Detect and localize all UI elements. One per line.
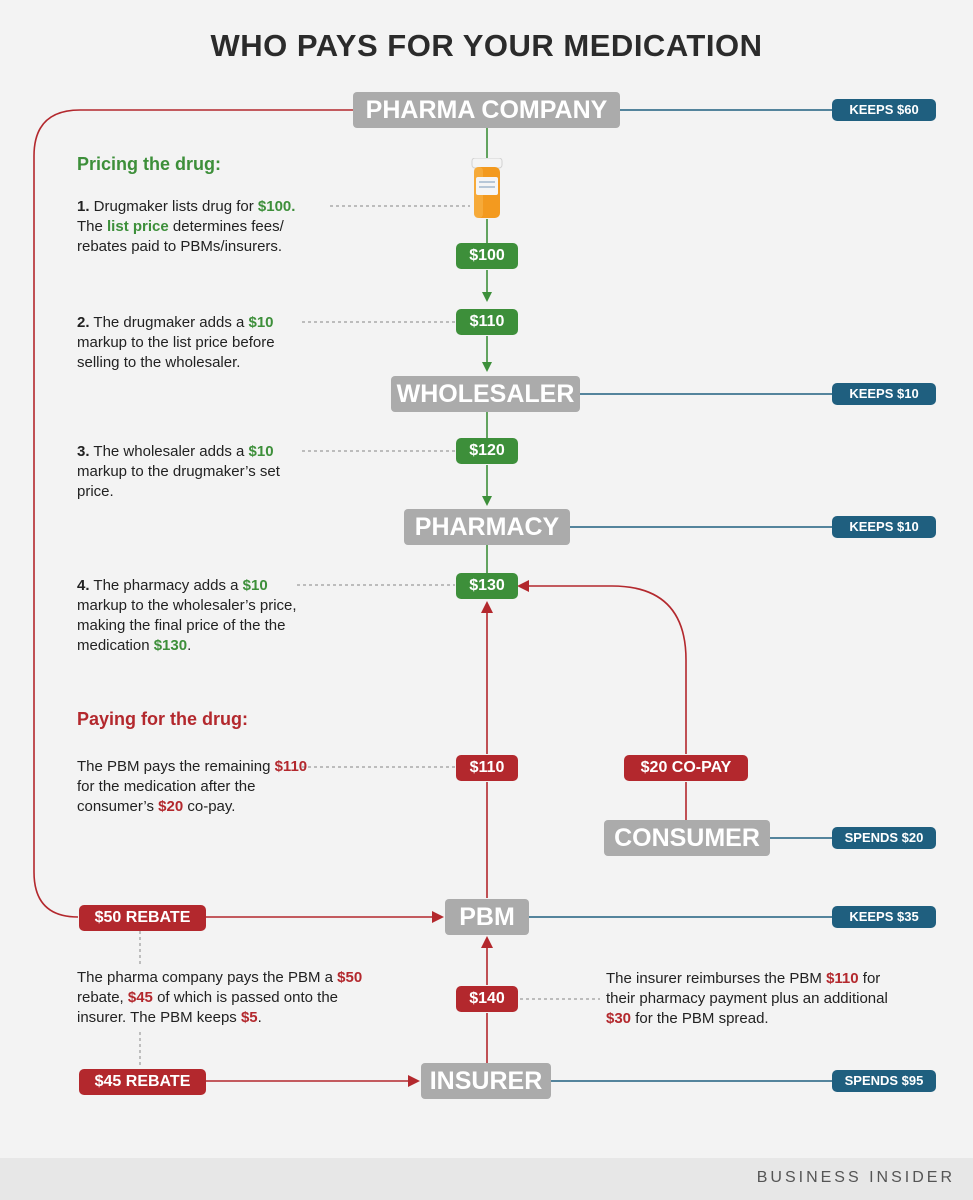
pbm-payment-tag: $110 xyxy=(456,755,518,781)
step-4-text: 4. The pharmacy adds a $10 markup to the… xyxy=(77,577,297,654)
pricing-section-heading: Pricing the drug: xyxy=(77,154,221,174)
price-tag-130: $130 xyxy=(456,573,518,599)
pharma-outcome-badge: KEEPS $60 xyxy=(832,99,936,121)
rebate-45-tag: $45 REBATE xyxy=(79,1069,206,1095)
pharma-company-node: PHARMA COMPANY xyxy=(353,92,620,128)
pbm-node: PBM xyxy=(445,899,529,935)
price-tag-100: $100 xyxy=(456,243,518,269)
insurer-outcome-badge: SPENDS $95 xyxy=(832,1070,936,1092)
consumer-outcome-badge: SPENDS $20 xyxy=(832,827,936,849)
pharmacy-node: PHARMACY xyxy=(404,509,570,545)
price-tag-110: $110 xyxy=(456,309,518,335)
insurer-payment-tag: $140 xyxy=(456,986,518,1012)
rebate-note: The pharma company pays the PBM a $50 re… xyxy=(77,969,363,1026)
rebate-50-tag: $50 REBATE xyxy=(79,905,206,931)
step-1-text: 1. Drugmaker lists drug for $100. The li… xyxy=(77,198,296,255)
pharmacy-outcome-badge: KEEPS $10 xyxy=(832,516,936,538)
step-2-text: 2. The drugmaker adds a $10 markup to th… xyxy=(77,314,275,371)
pill-bottle-icon xyxy=(471,158,503,218)
price-tag-120: $120 xyxy=(456,438,518,464)
pbm-payment-note: The PBM pays the remaining $110 for the … xyxy=(77,758,308,815)
pbm-outcome-badge: KEEPS $35 xyxy=(832,906,936,928)
paying-section-heading: Paying for the drug: xyxy=(77,709,248,729)
consumer-node: CONSUMER xyxy=(604,820,770,856)
footer-bar xyxy=(0,1158,973,1200)
insurer-node: INSURER xyxy=(421,1063,551,1099)
wholesaler-outcome-badge: KEEPS $10 xyxy=(832,383,936,405)
wholesaler-node: WHOLESALER xyxy=(391,376,580,412)
page-title: WHO PAYS FOR YOUR MEDICATION xyxy=(210,28,763,63)
brand-logo: BUSINESS INSIDER xyxy=(756,1169,955,1186)
step-3-text: 3. The wholesaler adds a $10 markup to t… xyxy=(77,443,280,500)
copay-tag: $20 CO-PAY xyxy=(624,755,748,781)
insurer-note: The insurer reimburses the PBM $110 for … xyxy=(606,970,888,1027)
